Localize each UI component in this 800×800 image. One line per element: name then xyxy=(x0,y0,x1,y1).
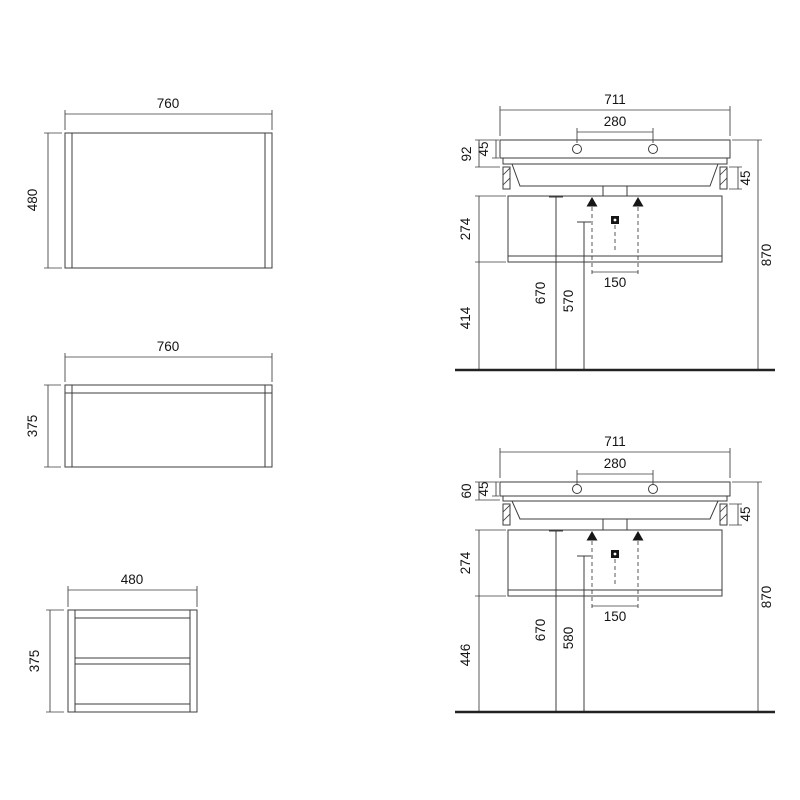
mirror-frame-lines xyxy=(71,133,266,268)
dim-label-mirror-height: 480 xyxy=(25,189,40,212)
basin-a-bracket-left xyxy=(502,166,511,190)
basin-b-depth-dimension xyxy=(475,482,500,501)
dim-label-basin-a-depth: 92 xyxy=(459,146,474,161)
cabinet-front-height-dimension xyxy=(44,384,61,468)
view-washbasin-b: 711 280 45 60 45 870 150 670 580 xyxy=(455,434,775,714)
basin-b-cabinet-height-dimension xyxy=(475,529,506,597)
basin-b-bowl xyxy=(511,500,719,520)
cabinet-front-panel-lines xyxy=(65,385,272,467)
cabinet-front-outline xyxy=(64,384,273,468)
basin-a-bracket-right xyxy=(719,166,728,190)
basin-a-supply-pipe xyxy=(549,196,563,370)
cabinet-front-width-dimension xyxy=(64,353,273,382)
basin-a-bracket-hatch xyxy=(502,167,728,186)
dim-label-basin-a-connection-spacing: 150 xyxy=(604,275,627,290)
mirror-width-dimension xyxy=(64,110,273,130)
drain-symbol-center-dot-b xyxy=(613,552,617,556)
basin-b-rim xyxy=(499,481,731,497)
basin-b-bracket-height-dimension xyxy=(729,503,742,526)
basin-b-supply-pipe xyxy=(549,530,563,712)
basin-a-bowl xyxy=(511,163,719,187)
dim-label-basin-a-cabinet-height: 274 xyxy=(458,217,473,240)
dim-label-basin-b-drain-height: 580 xyxy=(561,627,576,650)
supply-symbol-right-icon-b xyxy=(632,531,644,541)
dim-label-basin-a-total-height: 870 xyxy=(759,244,774,267)
dim-label-basin-b-depth: 60 xyxy=(459,483,474,498)
dim-label-side-cabinet-height: 375 xyxy=(27,650,42,673)
dim-label-basin-a-width: 711 xyxy=(604,92,626,107)
dim-label-basin-a-drain-height: 570 xyxy=(561,290,576,313)
supply-symbol-left-icon-b xyxy=(586,531,598,541)
dim-label-basin-b-total-height: 870 xyxy=(759,586,774,609)
dim-label-basin-b-tap-spacing: 280 xyxy=(604,456,627,471)
view-cabinet-front: 760 375 xyxy=(25,339,273,468)
basin-a-rim xyxy=(499,139,731,159)
basin-b-width-dimension xyxy=(499,448,731,478)
supply-symbol-right-icon xyxy=(632,197,644,207)
basin-b-tap-hole-right xyxy=(648,484,658,494)
dim-label-basin-a-tap-spacing: 280 xyxy=(604,114,627,129)
basin-b-tap-spacing-dimension xyxy=(576,470,654,485)
basin-b-total-height-dimension xyxy=(732,481,762,712)
drain-symbol-center-dot xyxy=(613,218,617,222)
basin-b-tap-hole-left xyxy=(572,484,582,494)
dim-label-basin-a-rim-height: 45 xyxy=(476,141,491,156)
basin-a-rim-underside xyxy=(502,157,728,165)
dim-label-basin-a-supply-height: 670 xyxy=(533,282,548,305)
side-cabinet-width-dimension xyxy=(67,586,198,607)
basin-b-bracket-hatch xyxy=(502,504,728,522)
side-cabinet-outline xyxy=(67,609,198,713)
dim-label-basin-b-width: 711 xyxy=(604,434,626,449)
view-mirror-front: 760 480 xyxy=(25,96,273,269)
dim-label-basin-b-rim-height: 45 xyxy=(476,481,491,496)
basin-a-depth-dimension xyxy=(475,140,500,168)
mirror-outline xyxy=(64,132,273,269)
supply-symbol-left-icon xyxy=(586,197,598,207)
side-cabinet-height-dimension xyxy=(46,609,64,713)
dim-label-mirror-width: 760 xyxy=(157,96,180,111)
basin-a-connection-dashed-lines xyxy=(591,207,639,276)
basin-a-width-dimension xyxy=(499,106,731,136)
basin-a-cabinet-height-dimension xyxy=(475,195,506,263)
basin-b-drain-pipe xyxy=(577,555,591,712)
side-cabinet-shelf-lines xyxy=(74,610,191,712)
dim-label-cabinet-front-width: 760 xyxy=(157,339,180,354)
dim-label-basin-b-cabinet-height: 274 xyxy=(458,551,473,574)
basin-a-drain-pipe xyxy=(577,221,591,370)
view-washbasin-a: 711 280 45 92 45 870 150 670 570 xyxy=(455,92,775,372)
basin-b-connection-dashed-lines xyxy=(591,541,639,610)
basin-a-tap-spacing-dimension xyxy=(576,128,654,143)
dim-label-basin-b-clearance: 446 xyxy=(458,644,473,667)
dim-label-basin-a-bracket-height: 45 xyxy=(738,170,753,185)
dim-label-basin-b-supply-height: 670 xyxy=(533,619,548,642)
basin-b-drain-connector xyxy=(602,518,628,531)
basin-a-total-height-dimension xyxy=(732,139,762,370)
mirror-height-dimension xyxy=(44,132,62,269)
basin-b-rim-underside xyxy=(502,495,728,502)
basin-a-bracket-height-dimension xyxy=(729,166,742,190)
basin-a-drain-connector xyxy=(602,185,628,197)
dim-label-basin-b-bracket-height: 45 xyxy=(738,506,753,521)
basin-a-tap-hole-left xyxy=(572,144,582,154)
dim-label-basin-b-connection-spacing: 150 xyxy=(604,609,627,624)
dim-label-basin-a-clearance: 414 xyxy=(458,306,473,329)
view-side-cabinet: 480 375 xyxy=(27,572,198,713)
dim-label-cabinet-front-height: 375 xyxy=(25,415,40,438)
dim-label-side-cabinet-width: 480 xyxy=(121,572,144,587)
basin-a-tap-hole-right xyxy=(648,144,658,154)
